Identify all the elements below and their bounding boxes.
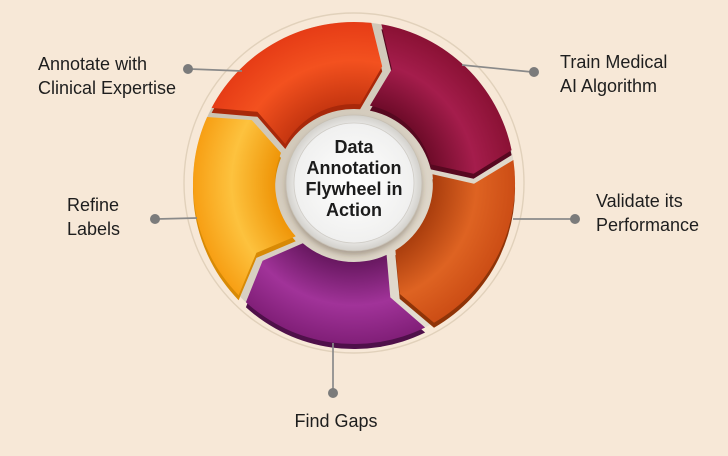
center-title-line: Annotation [306,158,402,178]
connector-line [461,64,533,73]
label-find-gaps: Find Gaps [281,409,391,433]
connector-dot [328,388,338,398]
label-line: Clinical Expertise [38,78,177,98]
connector-dot [570,214,580,224]
label-line: Performance [596,215,700,235]
center-title-line: Flywheel in [305,179,403,199]
connector-dot [529,67,539,77]
wheel-segment-annotate-with-clinical-expertise [211,21,383,145]
label-validate-its-performance: Validate its Performance [596,189,699,237]
label-line: Validate its [596,191,683,211]
label-line: Refine [67,195,120,215]
center-title-line: Action [326,200,382,220]
wheel-segment-validate-its-performance [395,160,516,323]
label-line: Annotate with [38,54,148,74]
label-line: Find Gaps [294,411,378,431]
wheel-segment-train-medical-ai-algorithm [369,24,512,174]
label-line: Train Medical [560,52,668,72]
label-line: Labels [67,219,121,239]
wheel-segment-refine-labels [192,117,296,296]
label-refine-labels: Refine Labels [67,193,120,241]
wheel-segment-find-gaps [245,243,426,345]
connector-line [189,68,243,72]
outer-ring [183,12,525,354]
center-title-line: Data [334,137,374,157]
hub-inner-circle [293,122,415,244]
label-line: AI Algorithm [560,76,658,96]
flywheel-center-title: Data Annotation Flywheel in Action [289,137,419,221]
connector-line [156,217,198,220]
connector-dot [150,214,160,224]
label-annotate-with-clinical-expertise: Annotate with Clinical Expertise [38,52,176,100]
connector-dot [183,64,193,74]
wheel-segments [192,21,516,345]
label-train-medical-ai-algorithm: Train Medical AI Algorithm [560,50,667,98]
